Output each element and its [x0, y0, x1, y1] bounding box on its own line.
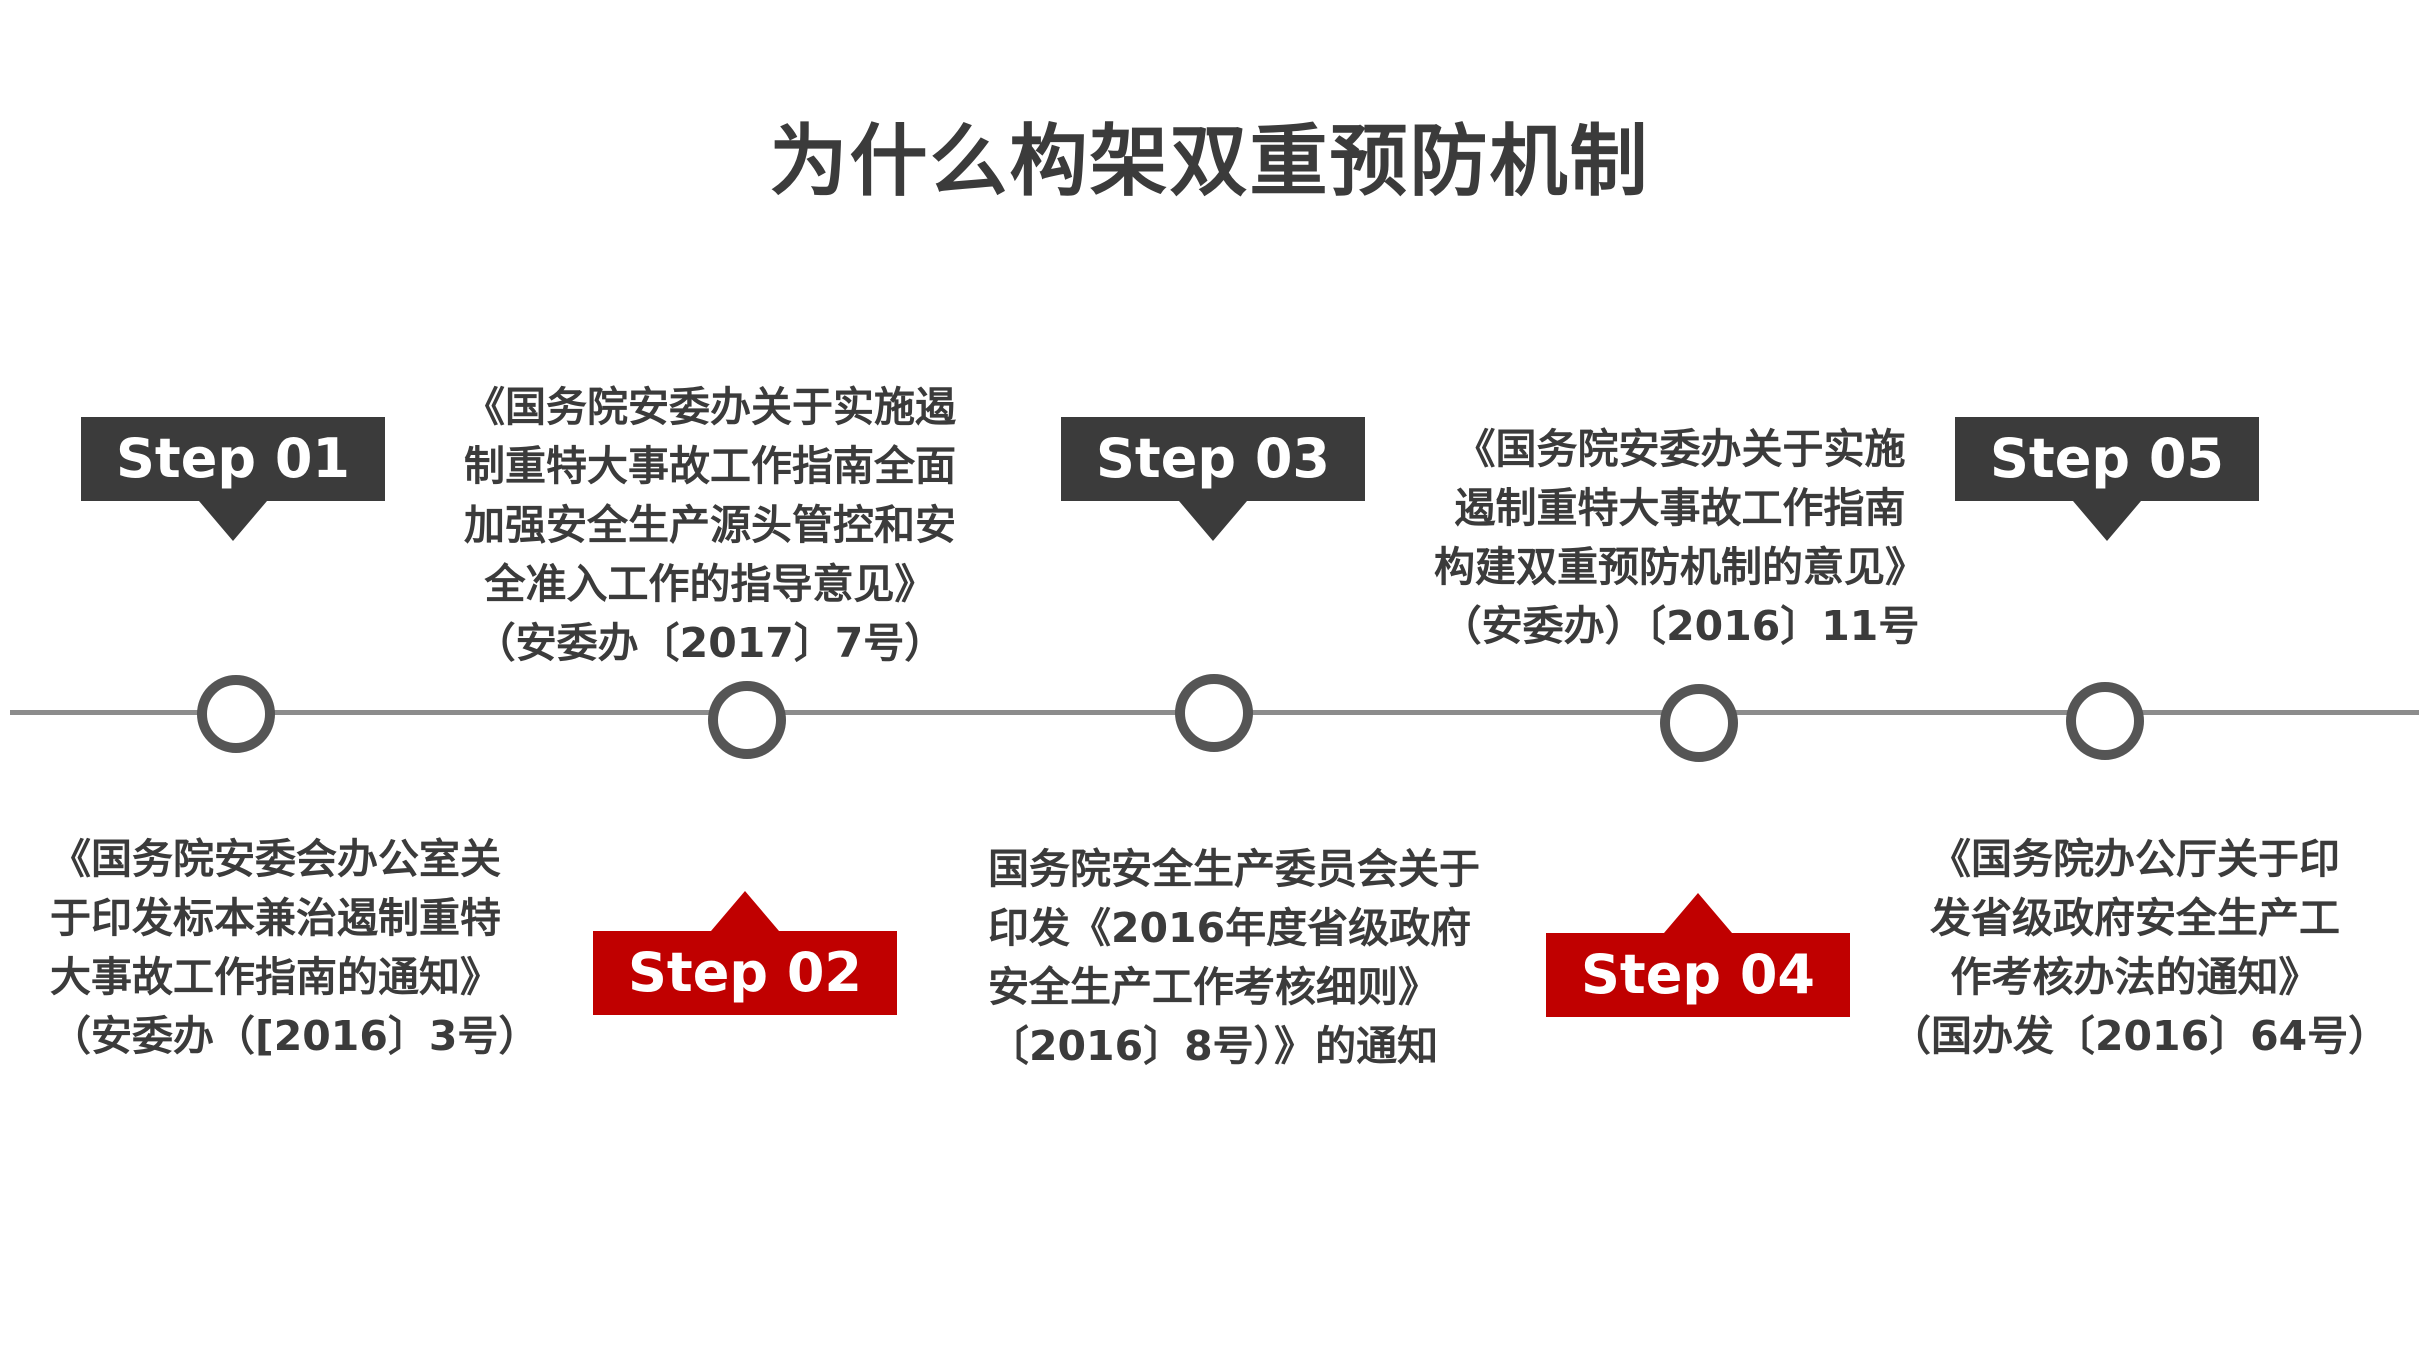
step-04-line-3: 构建双重预防机制的意见》 — [1434, 543, 1926, 591]
step-03-label: Step 03 — [1096, 427, 1330, 490]
timeline-node-5 — [2066, 682, 2144, 760]
step-02-badge: Step 02 — [593, 891, 897, 1015]
step-05-line-1: 《国务院办公厅关于印 — [1930, 835, 2340, 883]
step-04-label: Step 04 — [1581, 943, 1815, 1006]
step-02-pointer — [711, 891, 779, 931]
timeline-node-3 — [1175, 674, 1253, 752]
step-01-line-3: 大事故工作指南的通知》 — [50, 953, 501, 1001]
step-04-line-4: （安委办）〔2016〕11号 — [1440, 602, 1920, 650]
step-01-pointer — [199, 501, 267, 541]
step-01-badge: Step 01 — [81, 417, 385, 541]
step-03-pointer — [1179, 501, 1247, 541]
step-03-description: 国务院安全生产委员会关于 印发《2016年度省级政府 安全生产工作考核细则》 〔… — [988, 840, 1480, 1076]
step-03-line-2: 印发《2016年度省级政府 — [988, 904, 1472, 952]
page-title: 为什么构架双重预防机制 — [769, 117, 1650, 207]
step-05-pointer — [2073, 501, 2141, 541]
timeline-node-2 — [708, 681, 786, 759]
step-01-line-4: （安委办（[2016〕3号） — [50, 1012, 540, 1060]
step-05-badge: Step 05 — [1955, 417, 2259, 541]
step-02-line-4: 全准入工作的指导意见》 — [484, 560, 936, 608]
step-02-line-5: （安委办〔2017〕7号） — [474, 619, 946, 667]
step-03-badge: Step 03 — [1061, 417, 1365, 541]
step-01-line-2: 于印发标本兼治遏制重特 — [50, 894, 501, 942]
step-01-label: Step 01 — [116, 427, 350, 490]
step-03-line-1: 国务院安全生产委员会关于 — [988, 845, 1480, 893]
step-04-line-1: 《国务院安委办关于实施 — [1454, 425, 1906, 473]
step-05-line-3: 作考核办法的通知》 — [1950, 953, 2320, 1001]
step-04-line-2: 遏制重特大事故工作指南 — [1454, 484, 1906, 532]
step-01-description: 《国务院安委会办公室关 于印发标本兼治遏制重特 大事故工作指南的通知》 （安委办… — [50, 830, 539, 1066]
step-04-description: 《国务院安委办关于实施 遏制重特大事故工作指南 构建双重预防机制的意见》 （安委… — [1400, 420, 1960, 656]
step-04-badge: Step 04 — [1546, 893, 1850, 1017]
step-03-line-3: 安全生产工作考核细则》 — [988, 963, 1439, 1011]
step-05-label: Step 05 — [1990, 427, 2224, 490]
step-02-description: 《国务院安委办关于实施遏 制重特大事故工作指南全面 加强安全生产源头管控和安 全… — [430, 378, 990, 673]
step-02-line-3: 加强安全生产源头管控和安 — [464, 501, 956, 549]
step-02-line-2: 制重特大事故工作指南全面 — [464, 442, 956, 490]
step-05-description: 《国务院办公厅关于印 发省级政府安全生产工 作考核办法的通知》 （国办发〔201… — [1890, 830, 2390, 1066]
timeline-node-1 — [197, 675, 275, 753]
step-05-line-4: （国办发〔2016〕64号） — [1890, 1012, 2390, 1060]
step-02-label: Step 02 — [628, 941, 862, 1004]
step-05-line-2: 发省级政府安全生产工 — [1930, 894, 2340, 942]
step-03-line-4: 〔2016〕8号）》的通知 — [988, 1022, 1439, 1070]
step-04-pointer — [1664, 893, 1732, 933]
timeline-node-4 — [1660, 684, 1738, 762]
step-02-line-1: 《国务院安委办关于实施遏 — [464, 383, 956, 431]
step-01-line-1: 《国务院安委会办公室关 — [50, 835, 501, 883]
